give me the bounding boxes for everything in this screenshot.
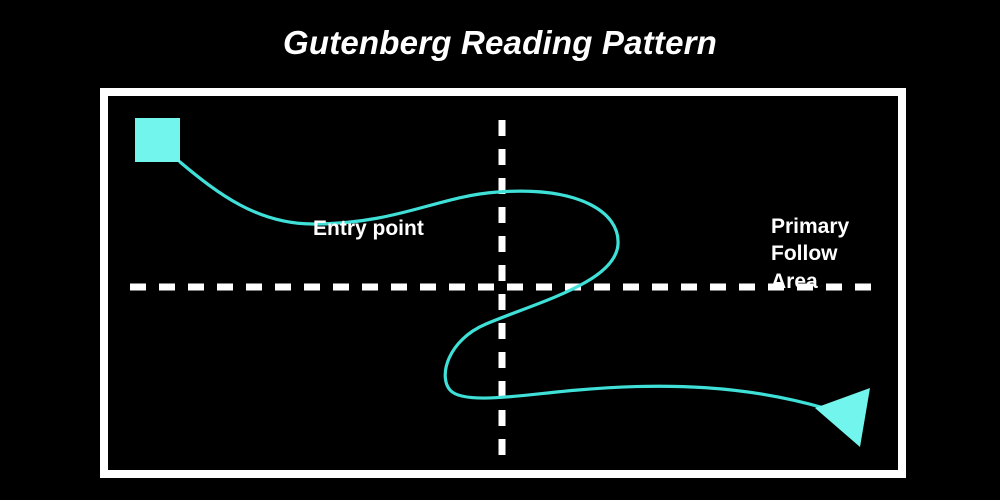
label-entry-point: Entry point: [313, 217, 424, 240]
diagram-inner-area: Entry point Primary Follow Area Secondar…: [108, 96, 898, 470]
exit-point-arrowhead: [815, 388, 870, 447]
diagram-frame: Entry point Primary Follow Area Secondar…: [100, 88, 906, 478]
entry-point-square-marker: [135, 118, 180, 162]
label-primary-follow-area: Primary Follow Area: [771, 215, 850, 293]
reading-path: [178, 160, 826, 410]
diagram-svg: [130, 118, 880, 460]
page-title: Gutenberg Reading Pattern: [282, 24, 718, 61]
